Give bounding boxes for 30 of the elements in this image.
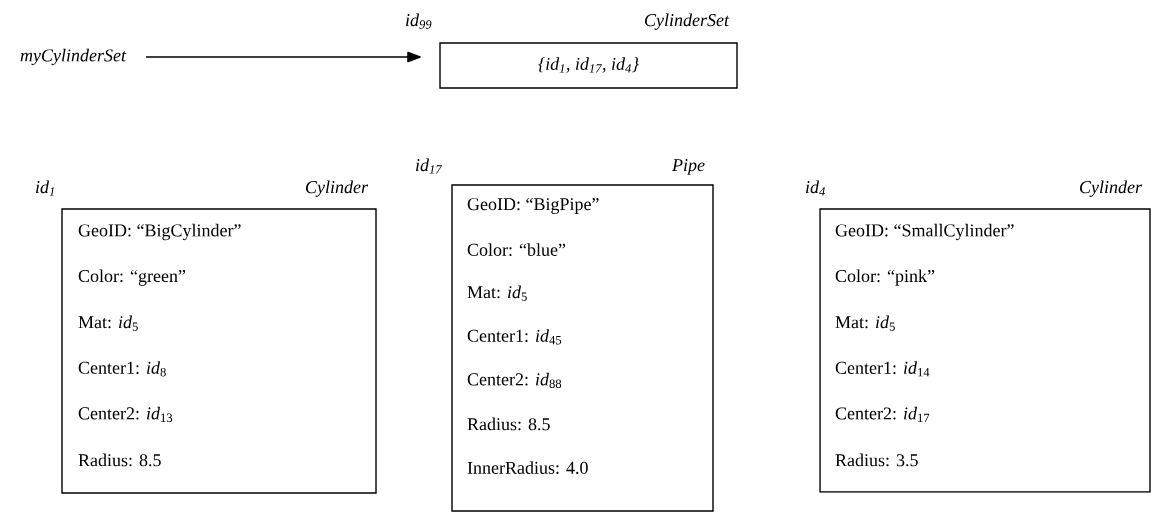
attribute: Radius: 3.5 [835,453,918,467]
attribute: Color: “blue” [467,243,566,256]
object-id: id$_{1}$ [36,180,54,196]
attribute: Center2: id$_{17}$ [835,406,930,422]
class-name: Cylinder [1080,180,1143,197]
attribute: Center2: id$_{88}$ [467,372,562,388]
attribute: Mat: id$_{5}$ [835,315,895,331]
attribute: GeoID: “BigPipe” [467,198,599,214]
set-members: {id$_{1}$, id$_{17}$, id$_{4}$} [538,57,639,73]
object-id: id$_{4}$ [806,180,825,196]
attribute: Mat: id$_{5}$ [78,315,138,331]
arrow [145,51,421,63]
class-name: Pipe [671,159,705,175]
attribute: InnerRadius: 4.0 [467,461,588,474]
attribute: GeoID: “SmallCylinder” [835,223,1014,241]
class-name: Cylinder [306,180,369,197]
attribute: Center1: id$_{45}$ [467,329,562,345]
attribute: Color: “green” [78,269,186,286]
variable-name: myCylinderSet [20,48,127,66]
object-id: id$_{99}$ [406,13,432,29]
attribute: Mat: id$_{5}$ [467,285,527,301]
attribute: Center2: id$_{13}$ [78,406,173,422]
class-name: CylinderSet [645,13,730,30]
attribute: Center1: id$_{14}$ [835,361,930,377]
object-id: id$_{17}$ [416,158,443,174]
attribute: Color: “pink” [835,269,935,286]
attribute: Center1: id$_{8}$ [78,361,166,377]
attribute: Radius: 8.5 [467,417,550,431]
attribute: Radius: 8.5 [78,453,161,467]
attribute: GeoID: “BigCylinder” [78,223,241,241]
